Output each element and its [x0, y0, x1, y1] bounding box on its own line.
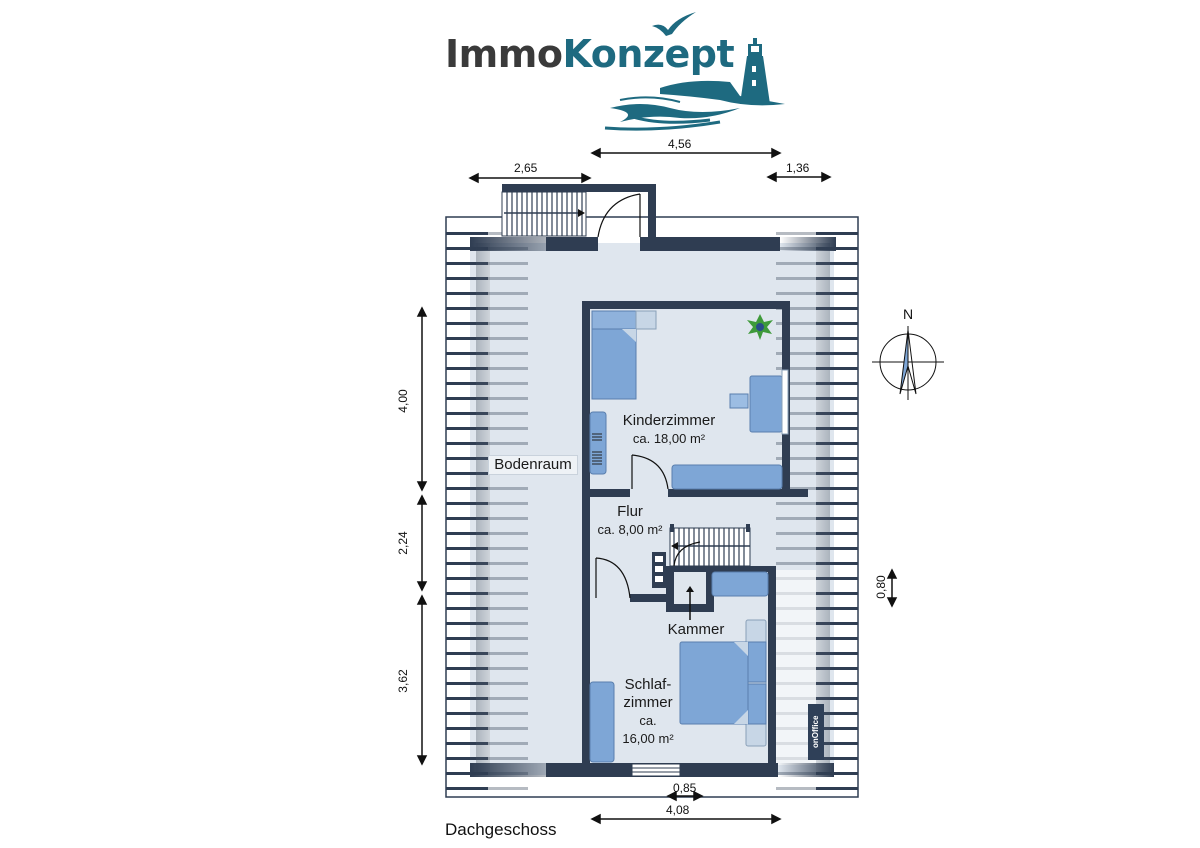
brand-name-part2: Konzept [562, 32, 735, 76]
room-area: ca. 8,00 m² [597, 522, 663, 537]
room-schlafzimmer: Schlaf- zimmer ca. 16,00 m² [612, 676, 684, 748]
dim-left-middle: 2,24 [396, 531, 410, 555]
door-flur [595, 557, 631, 599]
room-name-line1: Schlaf- [624, 676, 672, 693]
waves-icon [610, 104, 740, 122]
room-name: Kinderzimmer [622, 412, 716, 429]
dim-top-left: 2,65 [514, 161, 538, 175]
roof-rafters-left [446, 225, 528, 795]
seagull-icon [652, 12, 696, 36]
room-area-line2: 16,00 m² [622, 731, 674, 746]
room-kammer: Kammer [656, 621, 736, 639]
room-name: Bodenraum [494, 456, 572, 473]
stair-inner [669, 527, 751, 567]
dim-left-upper: 4,00 [396, 389, 410, 413]
desk-kinderzimmer [749, 375, 783, 433]
room-name-line2: zimmer [623, 694, 673, 711]
dim-right-small: 0,80 [874, 575, 888, 599]
door-top [597, 193, 641, 238]
wardrobe-schlafzimmer [589, 681, 615, 763]
bed-schlafzimmer [679, 641, 749, 725]
room-kinderzimmer: Kinderzimmer ca. 18,00 m² [604, 412, 734, 448]
dim-left-lower: 3,62 [396, 669, 410, 693]
floor-name: Dachgeschoss [445, 820, 557, 839]
dim-bottom-total: 4,08 [666, 803, 690, 817]
room-bodenraum: Bodenraum [488, 455, 578, 475]
plant-icon [747, 314, 773, 340]
dim-bottom-window: 0,85 [673, 781, 697, 795]
dim-top-right: 1,36 [786, 161, 810, 175]
room-name: Kammer [667, 621, 725, 638]
room-name: Flur [617, 503, 643, 520]
lighthouse-logo-icon [604, 12, 785, 131]
onoffice-watermark: onOffice [808, 704, 824, 760]
compass-north-label: N [903, 306, 914, 322]
compass-icon [872, 326, 944, 400]
brand-logo-text: ImmoKonzept [445, 32, 735, 76]
room-area: ca. 18,00 m² [632, 431, 706, 446]
brand-name-part1: Immo [445, 32, 563, 76]
dim-top-middle: 4,56 [668, 137, 692, 151]
room-area-line1: ca. [639, 713, 657, 728]
door-kinderzimmer [631, 454, 669, 490]
sofa-kinderzimmer [671, 464, 783, 490]
chair-kinderzimmer [729, 393, 749, 409]
dimension-lines [416, 147, 898, 825]
room-flur: Flur ca. 8,00 m² [590, 503, 670, 539]
